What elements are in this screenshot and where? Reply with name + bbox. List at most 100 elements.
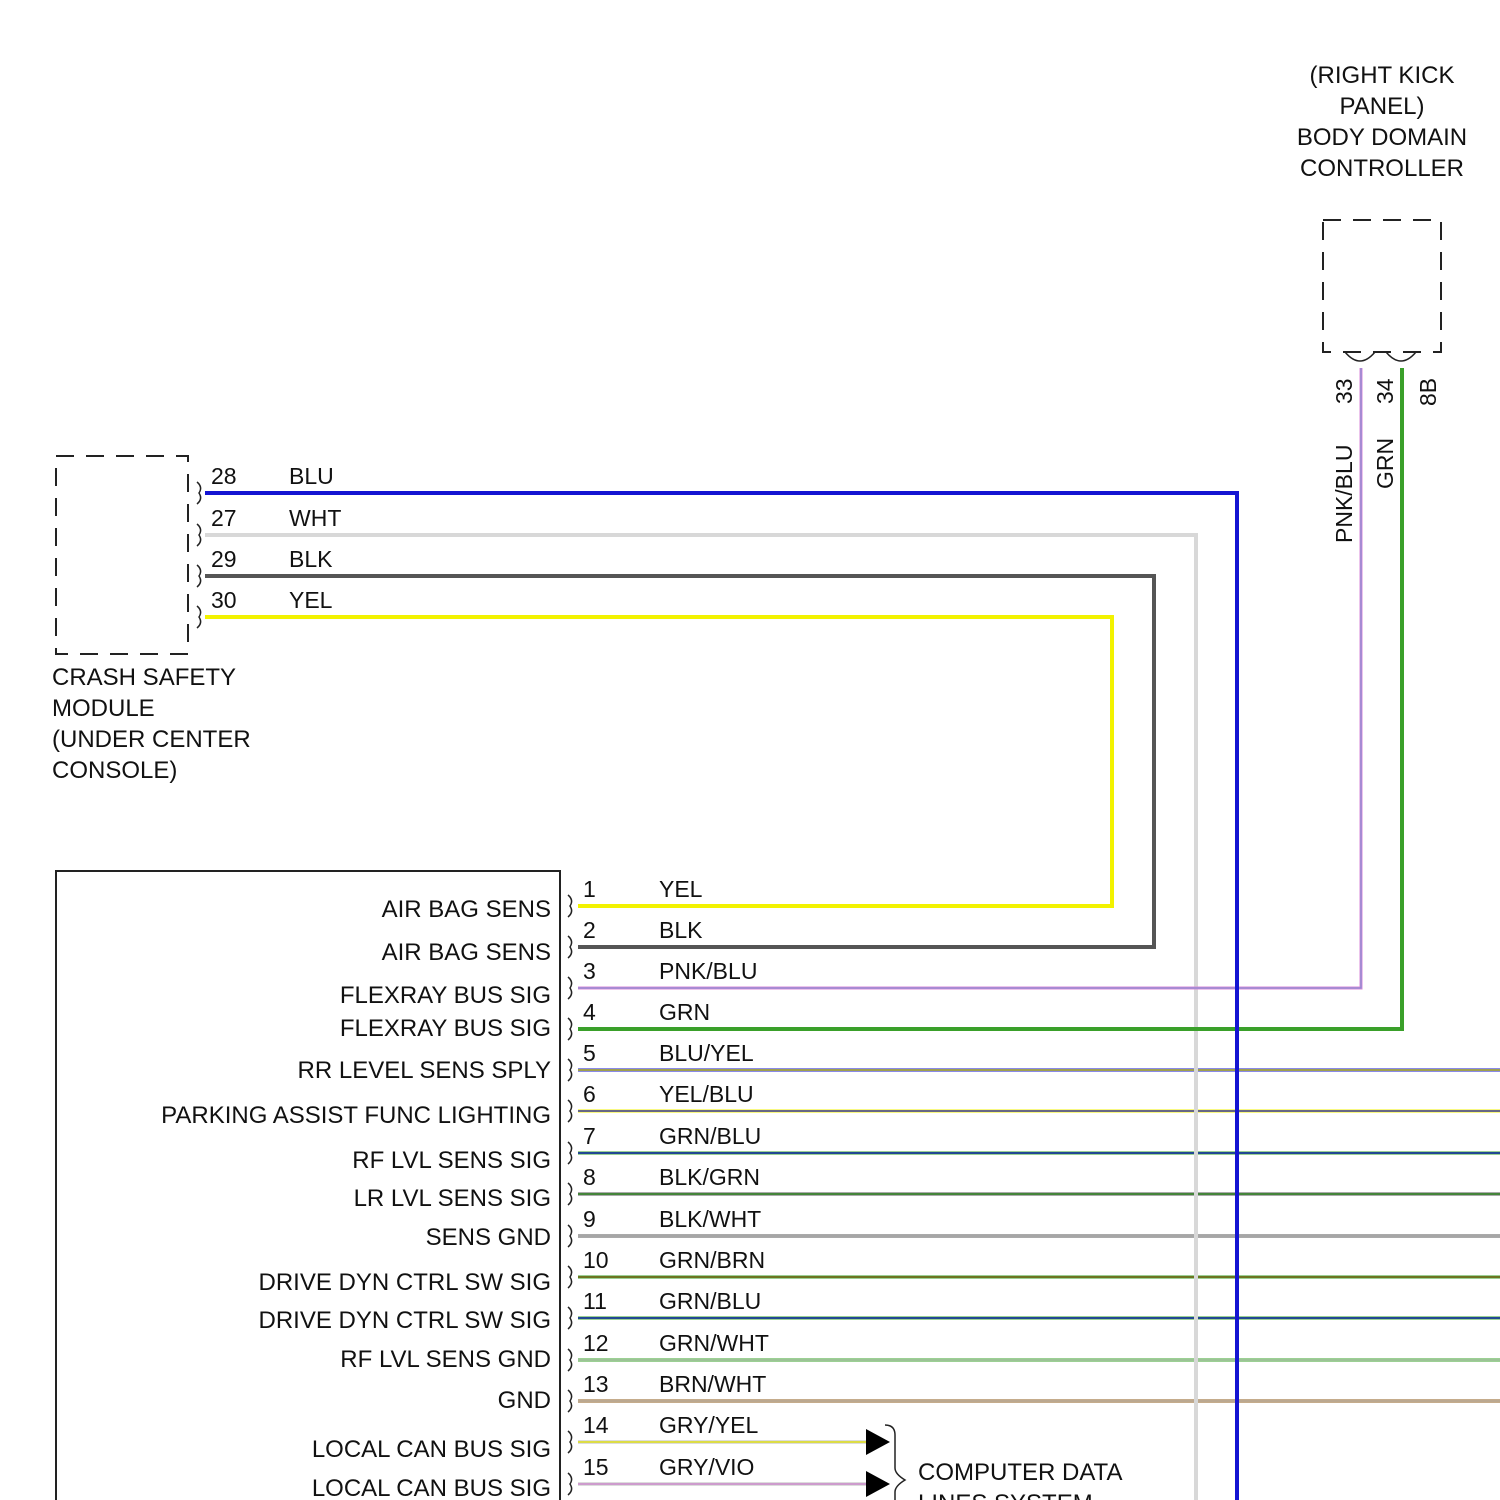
main-connector-4 xyxy=(568,1018,572,1040)
main-pin-number: 10 xyxy=(583,1247,609,1273)
bdc-label-line-4: CONTROLLER xyxy=(1300,155,1464,182)
main-wire-label: BLK/GRN xyxy=(659,1164,760,1190)
bdc-label-line-2: PANEL) xyxy=(1340,93,1425,120)
main-wire-label: YEL/BLU xyxy=(659,1081,754,1107)
main-wire-label: BRN/WHT xyxy=(659,1371,766,1397)
main-connector-6 xyxy=(568,1100,572,1122)
crash-safety-module: CRASH SAFETY MODULE (UNDER CENTER CONSOL… xyxy=(52,456,341,784)
main-pin-number: 5 xyxy=(583,1040,596,1066)
bdc-pin-8b: 8B xyxy=(1415,378,1441,406)
main-pin-function: RF LVL SENS SIG xyxy=(352,1147,551,1174)
main-wire-label: BLU/YEL xyxy=(659,1040,754,1066)
main-wire-label: PNK/BLU xyxy=(659,958,757,984)
main-wire-label: GRN/WHT xyxy=(659,1330,769,1356)
main-pin-number: 1 xyxy=(583,876,596,902)
crash-safety-module-box xyxy=(56,456,188,654)
main-pin-number: 7 xyxy=(583,1123,596,1149)
main-pin-number: 9 xyxy=(583,1206,596,1232)
main-connector-9 xyxy=(568,1225,572,1247)
csm-connector-28 xyxy=(197,482,201,504)
bdc-wire-label-pnk-blu: PNK/BLU xyxy=(1331,445,1357,543)
csm-label-line-1: CRASH SAFETY xyxy=(52,664,236,691)
computer-data-lines-label-2: LINES SYSTEM xyxy=(918,1490,1093,1500)
csm-wire-label: YEL xyxy=(289,587,333,613)
main-pin-function: LR LVL SENS SIG xyxy=(354,1185,551,1212)
main-pin-number: 3 xyxy=(583,958,596,984)
main-wire-label: GRN xyxy=(659,999,710,1025)
main-pin-function: DRIVE DYN CTRL SW SIG xyxy=(259,1307,551,1334)
body-domain-controller-box xyxy=(1323,220,1441,352)
main-connector-3 xyxy=(568,977,572,999)
main-wire-label: GRN/BRN xyxy=(659,1247,765,1273)
main-connector-7 xyxy=(568,1142,572,1164)
main-connector-8 xyxy=(568,1183,572,1205)
main-pin-number: 6 xyxy=(583,1081,596,1107)
main-pin-function: SENS GND xyxy=(426,1224,551,1251)
main-pin-function: GND xyxy=(498,1387,551,1414)
arrow-pin-14 xyxy=(866,1429,890,1455)
main-pin-function: FLEXRAY BUS SIG xyxy=(340,1015,551,1042)
computer-data-lines-label-1: COMPUTER DATA xyxy=(918,1459,1122,1486)
main-pin-number: 12 xyxy=(583,1330,609,1356)
main-connector-13 xyxy=(568,1390,572,1412)
main-pin-function: LOCAL CAN BUS SIG xyxy=(312,1475,551,1500)
main-wire-label: BLK/WHT xyxy=(659,1206,761,1232)
csm-pin-group: 28 BLU 27 WHT 29 BLK 30 YEL xyxy=(197,463,341,628)
bdc-pin-34: 34 xyxy=(1372,378,1398,404)
main-pin-number: 2 xyxy=(583,917,596,943)
bdc-connector-34 xyxy=(1386,352,1416,361)
main-pin-function: PARKING ASSIST FUNC LIGHTING xyxy=(161,1102,551,1129)
main-pin-function: AIR BAG SENS xyxy=(382,939,551,966)
main-connector-15 xyxy=(568,1473,572,1495)
main-pin-number: 14 xyxy=(583,1412,609,1438)
bdc-label-line-3: BODY DOMAIN xyxy=(1297,124,1467,151)
csm-connector-29 xyxy=(197,565,201,587)
main-wire-label: GRN/BLU xyxy=(659,1288,761,1314)
csm-wire-label: BLU xyxy=(289,463,334,489)
main-pin-number: 4 xyxy=(583,999,596,1025)
csm-label-line-2: MODULE xyxy=(52,695,155,722)
csm-connector-30 xyxy=(197,606,201,628)
csm-pin-number: 28 xyxy=(211,463,237,489)
bdc-connector-33 xyxy=(1345,352,1375,361)
main-wire-label: GRN/BLU xyxy=(659,1123,761,1149)
csm-label-line-4: CONSOLE) xyxy=(52,757,177,784)
csm-pin-number: 27 xyxy=(211,505,237,531)
main-pin-function: LOCAL CAN BUS SIG xyxy=(312,1436,551,1463)
main-pin-function: RF LVL SENS GND xyxy=(340,1346,551,1373)
main-wire-label: GRY/YEL xyxy=(659,1412,758,1438)
main-wire-label: GRY/VIO xyxy=(659,1454,754,1480)
csm-pin-number: 30 xyxy=(211,587,237,613)
main-wire-label: YEL xyxy=(659,876,703,902)
main-connector-2 xyxy=(568,936,572,958)
main-connector-11 xyxy=(568,1307,572,1329)
computer-data-lines: COMPUTER DATA LINES SYSTEM xyxy=(885,1425,1122,1500)
bdc-label-line-1: (RIGHT KICK xyxy=(1310,62,1455,89)
csm-label-line-3: (UNDER CENTER xyxy=(52,726,251,753)
main-pin-number: 15 xyxy=(583,1454,609,1480)
bdc-wire-label-grn: GRN xyxy=(1372,438,1398,489)
csm-connector-27 xyxy=(197,524,201,546)
csm-wire-label: BLK xyxy=(289,546,333,572)
main-wire-label: BLK xyxy=(659,917,703,943)
csm-wire-label: WHT xyxy=(289,505,341,531)
main-connector-10 xyxy=(568,1266,572,1288)
main-pin-number: 8 xyxy=(583,1164,596,1190)
computer-data-lines-bracket xyxy=(885,1425,905,1500)
main-pin-group: 1 YEL AIR BAG SENS 2 BLK AIR BAG SENS 3 PNK/BLU… xyxy=(161,876,769,1500)
main-connector-12 xyxy=(568,1349,572,1371)
main-pin-function: AIR BAG SENS xyxy=(382,896,551,923)
main-pin-number: 11 xyxy=(583,1288,607,1314)
main-connector-1 xyxy=(568,895,572,917)
csm-pin-number: 29 xyxy=(211,546,237,572)
main-connector-14 xyxy=(568,1431,572,1453)
wire-csm-30-to-pin-1 xyxy=(205,617,1112,906)
arrow-pin-15 xyxy=(866,1471,890,1497)
main-pin-function: FLEXRAY BUS SIG xyxy=(340,982,551,1009)
main-pin-function: DRIVE DYN CTRL SW SIG xyxy=(259,1269,551,1296)
main-pin-number: 13 xyxy=(583,1371,609,1397)
body-domain-controller: (RIGHT KICK PANEL) BODY DOMAIN CONTROLLE… xyxy=(1297,62,1467,543)
main-connector-5 xyxy=(568,1059,572,1081)
